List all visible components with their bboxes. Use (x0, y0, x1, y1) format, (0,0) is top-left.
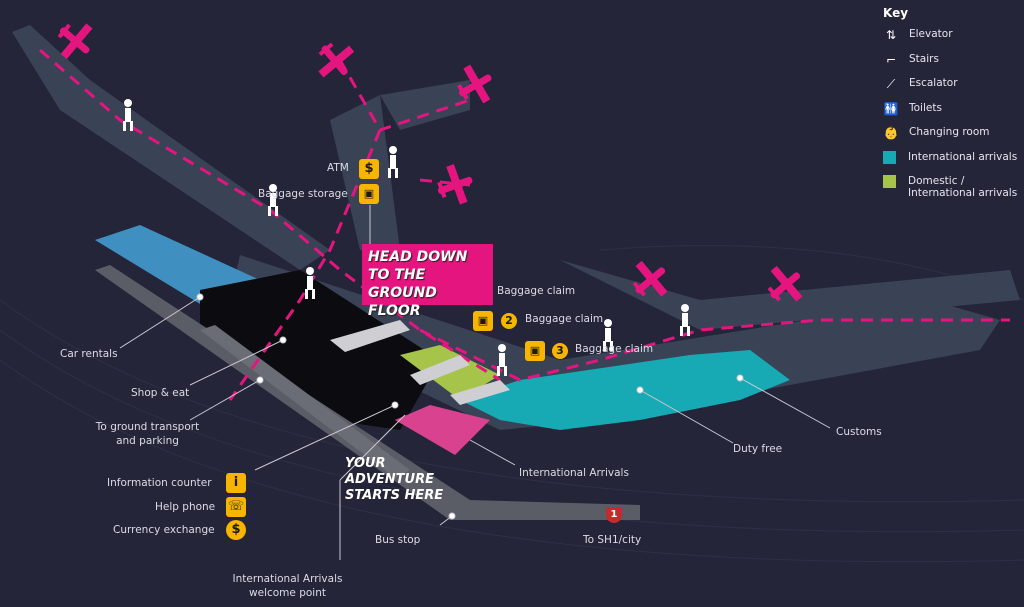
planes (57, 23, 803, 302)
concourse-areas (12, 25, 1020, 430)
label-information-counter: Information counter (107, 477, 212, 489)
plane-icon (632, 260, 668, 297)
key-label: Stairs (909, 52, 939, 65)
key-item-toilets: 🚻 Toilets (883, 102, 1023, 127)
map-key: Key ⇅ Elevator ⌐ Stairs ⟋ Escalator 🚻 Toilet… (883, 6, 1023, 199)
walker-icon (305, 267, 315, 299)
label-to-city: To SH1/city (583, 534, 642, 546)
label-currency-exchange: Currency exchange (113, 524, 215, 536)
key-label: Elevator (909, 28, 953, 40)
key-item-elevator: ⇅ Elevator (883, 28, 1023, 53)
escalator-icon: ⟋ (886, 77, 896, 91)
label-baggage-claim-2: Baggage claim (525, 313, 604, 325)
walker-icon (388, 146, 398, 178)
baggage-claim-2-number: 2 (501, 313, 517, 329)
elevator-icon: ⇅ (885, 28, 897, 42)
international-arrivals-swatch (883, 150, 896, 164)
walker-icon (603, 319, 613, 351)
label-ground-transport: To ground transport and parking (95, 421, 200, 447)
leader-lines (119, 205, 831, 560)
baggage-claim-icon: ▣ (473, 311, 493, 331)
baggage-carousels (330, 320, 510, 405)
key-label: International arrivals (908, 150, 1018, 163)
key-item-international-arrivals: International arrivals (883, 150, 1023, 176)
welcome-point-area (395, 405, 490, 455)
help-phone-icon: ☏ (226, 497, 246, 517)
adventure-callout: YOUR ADVENTURE STARTS HERE (345, 456, 444, 503)
plane-icon (318, 42, 355, 78)
head-down-banner: HEAD DOWN TO THE GROUND FLOOR (362, 244, 493, 319)
key-title: Key (883, 6, 909, 20)
walker-icon (680, 304, 690, 336)
label-duty-free: Duty free (733, 443, 783, 455)
highway-shield-icon: 1 (606, 507, 622, 523)
label-customs: Customs (836, 426, 882, 438)
key-label: Toilets (909, 101, 942, 114)
key-label: Escalator (909, 77, 958, 89)
key-item-escalator: ⟋ Escalator (883, 77, 1023, 102)
baggage-claim-icon: ▣ (525, 341, 545, 361)
label-atm: ATM (327, 162, 349, 174)
key-item-changing-room: 👶 Changing room (883, 126, 1023, 151)
label-baggage-claim-3: Baggage claim (575, 343, 654, 355)
currency-exchange-icon: $ (226, 520, 246, 540)
stairs-icon: ⌐ (885, 52, 897, 67)
toilets-icon: 🚻 (883, 101, 899, 116)
plane-icon (57, 23, 93, 60)
changing-room-icon: 👶 (883, 126, 899, 140)
road-inner (200, 325, 410, 478)
walker-icon (268, 184, 278, 216)
walker-icon (123, 99, 133, 131)
label-baggage-storage: Baggage storage (258, 188, 348, 200)
label-baggage-claim-1: Baggage claim (497, 285, 576, 297)
label-car-rentals: Car rentals (60, 348, 118, 360)
information-icon: i (226, 473, 246, 493)
domestic-international-swatch (883, 175, 896, 188)
plane-icon (437, 164, 473, 205)
atm-icon: $ (359, 159, 379, 179)
label-bus-stop: Bus stop (375, 534, 421, 546)
baggage-claim-3-number: 3 (552, 343, 568, 359)
key-item-stairs: ⌐ Stairs (883, 53, 1023, 78)
label-help-phone: Help phone (155, 501, 216, 513)
international-arrivals-area (460, 350, 790, 430)
key-label: Domestic / International arrivals (908, 175, 1018, 199)
key-item-domestic-international: Domestic / International arrivals (883, 175, 1023, 199)
label-welcome-point: International Arrivals welcome point (232, 573, 343, 599)
label-international-arrivals: International Arrivals (519, 467, 629, 479)
walker-figures (123, 99, 690, 376)
plane-icon (767, 265, 803, 302)
baggage-storage-icon: ▣ (359, 184, 379, 204)
plane-icon (457, 64, 492, 104)
walker-icon (497, 344, 507, 376)
label-shop-eat: Shop & eat (131, 387, 190, 399)
key-label: Changing room (909, 126, 990, 138)
terminal-ground-floor (200, 270, 440, 430)
